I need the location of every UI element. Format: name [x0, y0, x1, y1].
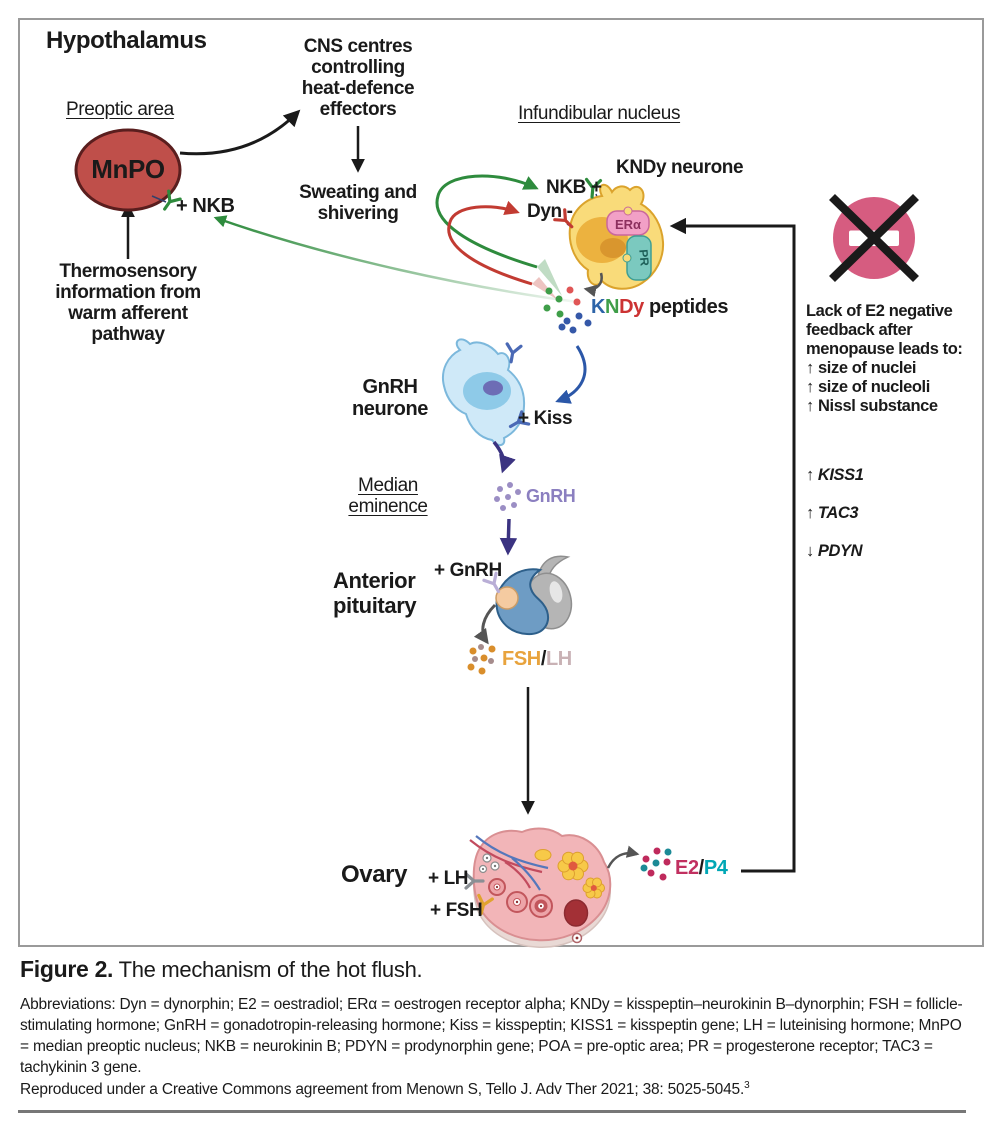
kndy-k-letter: K	[591, 296, 606, 318]
mnpo-to-cns-arrow	[179, 109, 301, 156]
p4-text: P4	[703, 857, 728, 879]
down-arrow-icon: ↓	[806, 542, 814, 560]
diagram-canvas: ERα PR	[74, 109, 919, 948]
e2-text: E2	[675, 857, 699, 879]
gnrh-plus-label: + GnRH	[434, 560, 502, 581]
red-fade-streak	[532, 277, 558, 300]
dyn-minus-label: Dyn -	[527, 201, 573, 222]
sweating-shivering-label: Sweating and shivering	[299, 182, 417, 224]
kndy-neurone-label: KNDy neurone	[616, 157, 744, 178]
nkb-autocrine-loop-arrow	[435, 174, 539, 269]
e2-feedback-arrow	[669, 217, 796, 873]
gnrh-dots	[494, 482, 521, 511]
gnrh-label: GnRH	[526, 486, 576, 506]
kiss1-gene: KISS1	[817, 466, 864, 484]
mnpo-label: MnPO	[91, 154, 165, 184]
abbreviations-text: Abbreviations: Dyn = dynorphin; E2 = oes…	[20, 996, 963, 1076]
no-entry-icon	[829, 193, 919, 283]
fsh-lh-slash: /	[540, 648, 547, 670]
preoptic-area-label: Preoptic area	[66, 99, 174, 120]
gene-tac3-row: ↑TAC3	[806, 504, 864, 523]
kndy-peptide-dots	[543, 286, 592, 334]
nkb-plus-label: NKB +	[546, 177, 602, 198]
hypothalamus-title: Hypothalamus	[46, 27, 207, 54]
anterior-pituitary-label: Anterior pituitary	[333, 568, 417, 618]
reproduction-credit: Reproduced under a Creative Commons agre…	[20, 1080, 750, 1099]
kndy-peptides-word: peptides	[643, 296, 729, 318]
gene-kiss1-row: ↑KISS1	[806, 466, 864, 485]
kndy-to-gnrh-arrow	[555, 345, 587, 404]
pdyn-gene: PDYN	[817, 542, 863, 560]
median-eminence-label: Median eminence	[348, 475, 428, 517]
kndy-dy-letters: Dy	[619, 296, 644, 318]
kndy-n-letter: N	[605, 296, 620, 318]
gnrh-neurone-label: GnRH neurone	[351, 376, 429, 420]
ovary-label: Ovary	[341, 861, 408, 888]
kndy-peptides-label: KNDy peptides	[591, 296, 728, 318]
mnpo-nucleus-illustration	[74, 128, 182, 212]
up-arrow-icon: ↑	[806, 466, 814, 484]
cns-centres-label: CNS centres controlling heat-defence eff…	[301, 36, 415, 120]
reference-superscript: 3	[744, 1080, 750, 1091]
e2-p4-slash: /	[698, 857, 705, 879]
gnrh-to-pituitary-arrow	[499, 518, 518, 556]
e2-feedback-note: Lack of E2 negative feedback after menop…	[806, 302, 963, 415]
figure-caption: Figure 2. The mechanism of the hot flush…	[20, 956, 423, 983]
gene-changes-list: ↑KISS1 ↑TAC3 ↓PDYN	[806, 447, 864, 580]
kndy-release-arrow	[583, 272, 603, 298]
fsh-lh-dots	[467, 644, 496, 675]
kndy-to-mnpo-green-arrow	[213, 215, 579, 304]
thermosensory-label: Thermosensory information from warm affe…	[55, 261, 201, 345]
era-receptor-label: ERα	[615, 217, 641, 232]
corpus-luteum-icon	[557, 851, 605, 899]
pituitary-illustration	[495, 555, 573, 636]
kiss-label: + Kiss	[518, 408, 573, 429]
infundibular-nucleus-label: Infundibular nucleus	[518, 103, 681, 124]
pituitary-release-arrow	[473, 603, 497, 645]
kndy-neurone-illustration: ERα PR	[566, 183, 665, 290]
nkb-mnpo-label: + NKB	[176, 195, 235, 217]
gnrh-neurone-illustration	[442, 338, 526, 446]
pr-receptor-label: PR	[636, 249, 651, 267]
fsh-text: FSH	[502, 648, 541, 670]
lh-text: LH	[545, 648, 572, 670]
bottom-divider	[18, 1110, 966, 1113]
dyn-autocrine-loop-arrow	[447, 200, 533, 286]
gnrh-release-arrow	[492, 440, 516, 474]
tac3-gene: TAC3	[817, 504, 859, 522]
figure-number: Figure 2.	[20, 956, 114, 982]
e2-p4-dots	[640, 847, 672, 881]
fsh-lh-label: FSH/LH	[502, 648, 572, 670]
ovary-illustration	[469, 827, 612, 948]
e2-p4-label: E2/P4	[675, 857, 728, 879]
up-arrow-icon: ↑	[806, 504, 814, 522]
green-fade-streak	[537, 259, 562, 296]
figure-title: The mechanism of the hot flush.	[113, 957, 423, 982]
ovary-release-arrow	[606, 845, 640, 869]
lh-plus-label: + LH	[428, 868, 469, 889]
gene-pdyn-row: ↓PDYN	[806, 542, 864, 561]
fsh-plus-label: + FSH	[430, 900, 483, 921]
